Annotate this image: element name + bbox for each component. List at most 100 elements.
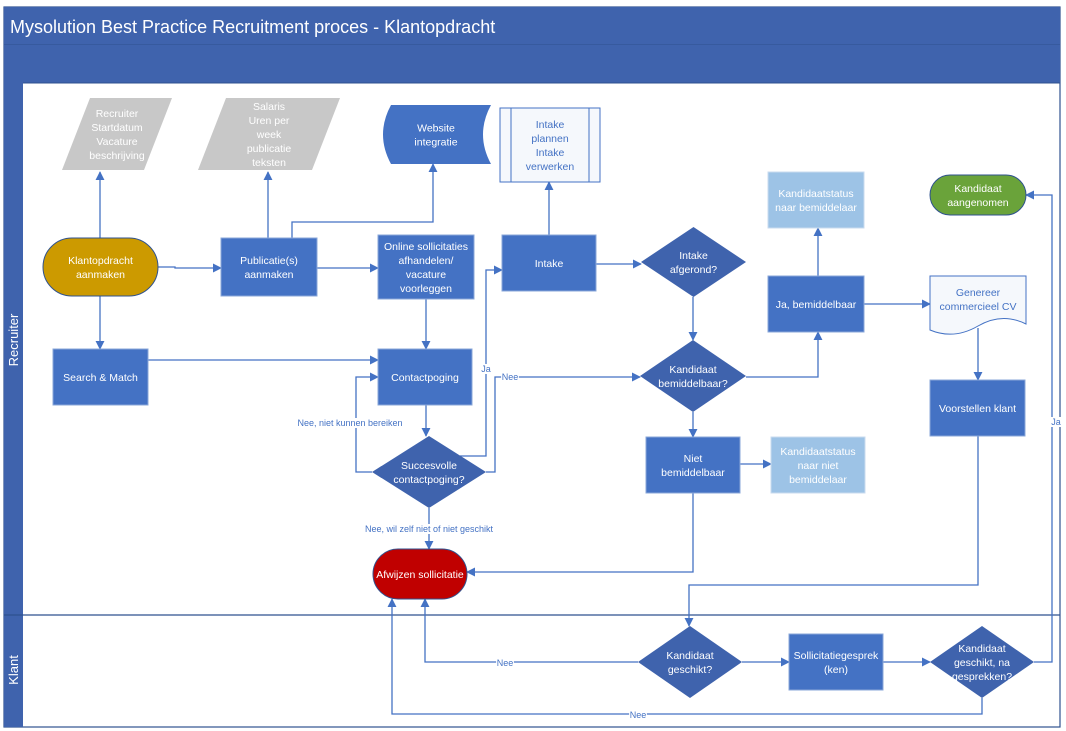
node-sollicitatiegesprek[interactable]: Sollicitatiegesprek(ken) (788, 633, 884, 691)
node-label: Succesvolle (401, 460, 457, 472)
connector-label-bg (479, 364, 493, 374)
node-label: Klantopdracht (68, 255, 133, 267)
node-label: Niet (684, 453, 703, 465)
node-label: vacature (406, 269, 446, 281)
node-label: gesprekken? (952, 671, 1012, 683)
node-label: Kandidaat (958, 643, 1005, 655)
node-label: plannen (531, 133, 569, 145)
process-shape (645, 436, 741, 494)
connector-label-bg (1049, 417, 1063, 427)
decision-shape (638, 626, 742, 698)
status-shape (770, 436, 866, 494)
connector-label-bg (629, 710, 647, 720)
node-label: commercieel CV (939, 301, 1016, 313)
node-label: teksten (252, 157, 286, 169)
node-label: Kandidaat (666, 650, 713, 662)
node-voorstellen-klant[interactable]: Voorstellen klant (929, 379, 1026, 437)
node-label: Kandidaatstatus (780, 446, 855, 458)
node-label: bemiddelbaar (661, 467, 725, 479)
connector-voorstellen-klant-to-kandidaat-geschikt (684, 436, 979, 627)
node-label: beschrijving (89, 150, 145, 162)
decision-shape (372, 436, 486, 508)
connectors (95, 163, 1053, 715)
node-label: Contactpoging (391, 372, 459, 384)
node-label: voorleggen (400, 283, 452, 295)
node-label: Recruiter (96, 108, 139, 120)
connector-label: Nee, niet kunnen bereiken (297, 418, 402, 428)
node-label: Kandidaat (954, 183, 1001, 195)
data-io-shape (198, 98, 340, 170)
flow-nodes: RecruiterStartdatumVacaturebeschrijvingS… (42, 98, 1034, 698)
node-label: aangenomen (947, 197, 1008, 209)
process-shape (929, 379, 1026, 437)
node-online-sollicitaties[interactable]: Online sollicitatiesafhandelen/vacaturev… (377, 234, 475, 300)
lane-label-recruiter: Recruiter (6, 313, 21, 366)
node-label: Intake (535, 258, 564, 270)
node-label: Intake (536, 147, 565, 159)
end-terminator-shape (929, 174, 1027, 216)
connector-label-bg (501, 372, 519, 382)
node-kandidaat-aangenomen[interactable]: Kandidaat aangenomen (929, 174, 1027, 216)
connector-succesvolle-contactpoging-to-intake (460, 265, 503, 457)
node-label: Startdatum (91, 122, 143, 134)
node-search-match[interactable]: Search & Match (52, 348, 149, 406)
node-intake[interactable]: Intake (501, 234, 597, 292)
node-publicaties-aanmaken[interactable]: Publicatie(s)aanmaken (220, 237, 318, 297)
process-shape (377, 348, 473, 406)
lane-recruiter: Recruiter (6, 313, 21, 366)
node-label: bemiddelaar (789, 474, 847, 486)
data-io-shape (62, 98, 172, 170)
node-niet-bemiddelbaar[interactable]: Niet bemiddelbaar (645, 436, 741, 494)
node-ja-bemiddelbaar[interactable]: Ja, bemiddelbaar (767, 275, 865, 333)
node-label: Voorstellen klant (939, 403, 1016, 415)
node-label: week (256, 129, 282, 141)
connector-label: Nee (630, 710, 647, 720)
process-shape (788, 633, 884, 691)
reject-terminator-shape (372, 548, 468, 600)
node-label: Website (417, 123, 455, 135)
node-label: Publicatie(s) (240, 255, 298, 267)
node-website-integratie[interactable]: Website integratie (383, 105, 491, 164)
lane-klant: Klant (6, 655, 21, 685)
connector-succesvolle-contactpoging-to-kandidaat-bemiddelbaar (486, 372, 641, 473)
process-shape (501, 234, 597, 292)
decision-shape (640, 340, 746, 412)
connector-kandidaat-geschikt-to-afwijzen-sollicitatie (420, 598, 638, 663)
node-label: verwerken (526, 161, 575, 173)
node-label: integratie (414, 137, 457, 149)
diagram-title: Mysolution Best Practice Recruitment pro… (10, 17, 495, 37)
node-kandidaat-bemiddelbaar[interactable]: Kandidaat bemiddelbaar? (640, 340, 746, 412)
node-label: Afwijzen sollicitatie (376, 569, 464, 581)
connector-geschikt-na-gesprekken-to-kandidaat-aangenomen (1025, 190, 1053, 663)
node-label: publicatie (247, 143, 292, 155)
node-label: Online sollicitaties (384, 241, 468, 253)
node-afwijzen-sollicitatie[interactable]: Afwijzen sollicitatie (372, 548, 468, 600)
stored-data-shape (383, 105, 491, 164)
phase-bar (4, 45, 1060, 83)
node-label: Sollicitatiegesprek (794, 650, 879, 662)
node-label: naar bemiddelaar (775, 202, 857, 214)
node-label: Kandidaat (669, 364, 716, 376)
node-label: bemiddelbaar? (658, 378, 728, 390)
lane-label-klant: Klant (6, 655, 21, 685)
start-terminator-shape (42, 237, 159, 297)
node-contactpoging[interactable]: Contactpoging (377, 348, 473, 406)
subprocess-shape (499, 107, 601, 183)
process-shape (52, 348, 149, 406)
decision-shape (641, 227, 746, 297)
connector-geschikt-na-gesprekken-to-afwijzen-sollicitatie (387, 598, 983, 715)
process-shape (767, 275, 865, 333)
